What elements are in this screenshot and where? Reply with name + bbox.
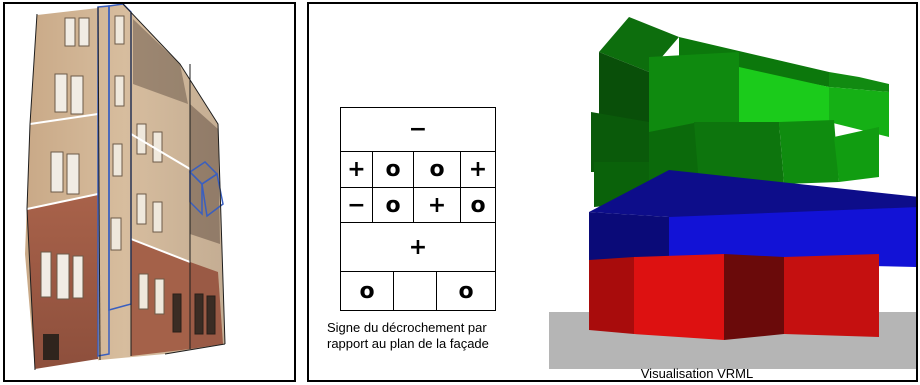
door	[43, 334, 59, 360]
sign-cell: +	[413, 188, 460, 222]
sign-cell	[393, 272, 436, 310]
windows-left	[40, 17, 90, 300]
sign-cell: o	[359, 278, 375, 304]
sign-row-5: o o	[341, 271, 495, 310]
sign-cell: +	[460, 152, 495, 187]
sign-table: − + o o + − o + o + o o	[340, 107, 496, 311]
red-blocks	[589, 254, 879, 340]
windows-middle	[110, 15, 165, 315]
sign-cell: −	[347, 192, 366, 218]
facade-frame-lines	[26, 4, 226, 371]
blue-block	[589, 170, 916, 267]
sign-caption: Signe du décrochement par rapport au pla…	[327, 320, 489, 351]
sign-cell: o	[372, 188, 413, 222]
green-blocks	[591, 17, 889, 207]
sign-cell: −	[408, 117, 428, 142]
sign-cell: o	[460, 188, 495, 222]
sign-cell: +	[347, 157, 366, 182]
windows-right	[172, 293, 216, 335]
sign-cell: o	[372, 152, 413, 187]
sign-row-1: −	[341, 108, 495, 151]
sign-row-4: +	[341, 222, 495, 271]
vrml-panel: − + o o + − o + o + o o Signe du décroch…	[307, 2, 918, 382]
vrml-label: Visualisation VRML	[640, 366, 754, 381]
segment-outlines-white	[26, 6, 191, 371]
vrml-visualization	[549, 17, 916, 369]
sign-row-2: + o o +	[341, 151, 495, 187]
sign-cell: o	[413, 152, 460, 187]
facade-photo	[5, 4, 294, 380]
facade-photo-panel	[3, 2, 296, 382]
sign-row-3: − o + o	[341, 187, 495, 222]
shadow-bay	[133, 19, 188, 104]
sign-cell: +	[408, 234, 428, 260]
sign-cell: o	[436, 272, 495, 310]
